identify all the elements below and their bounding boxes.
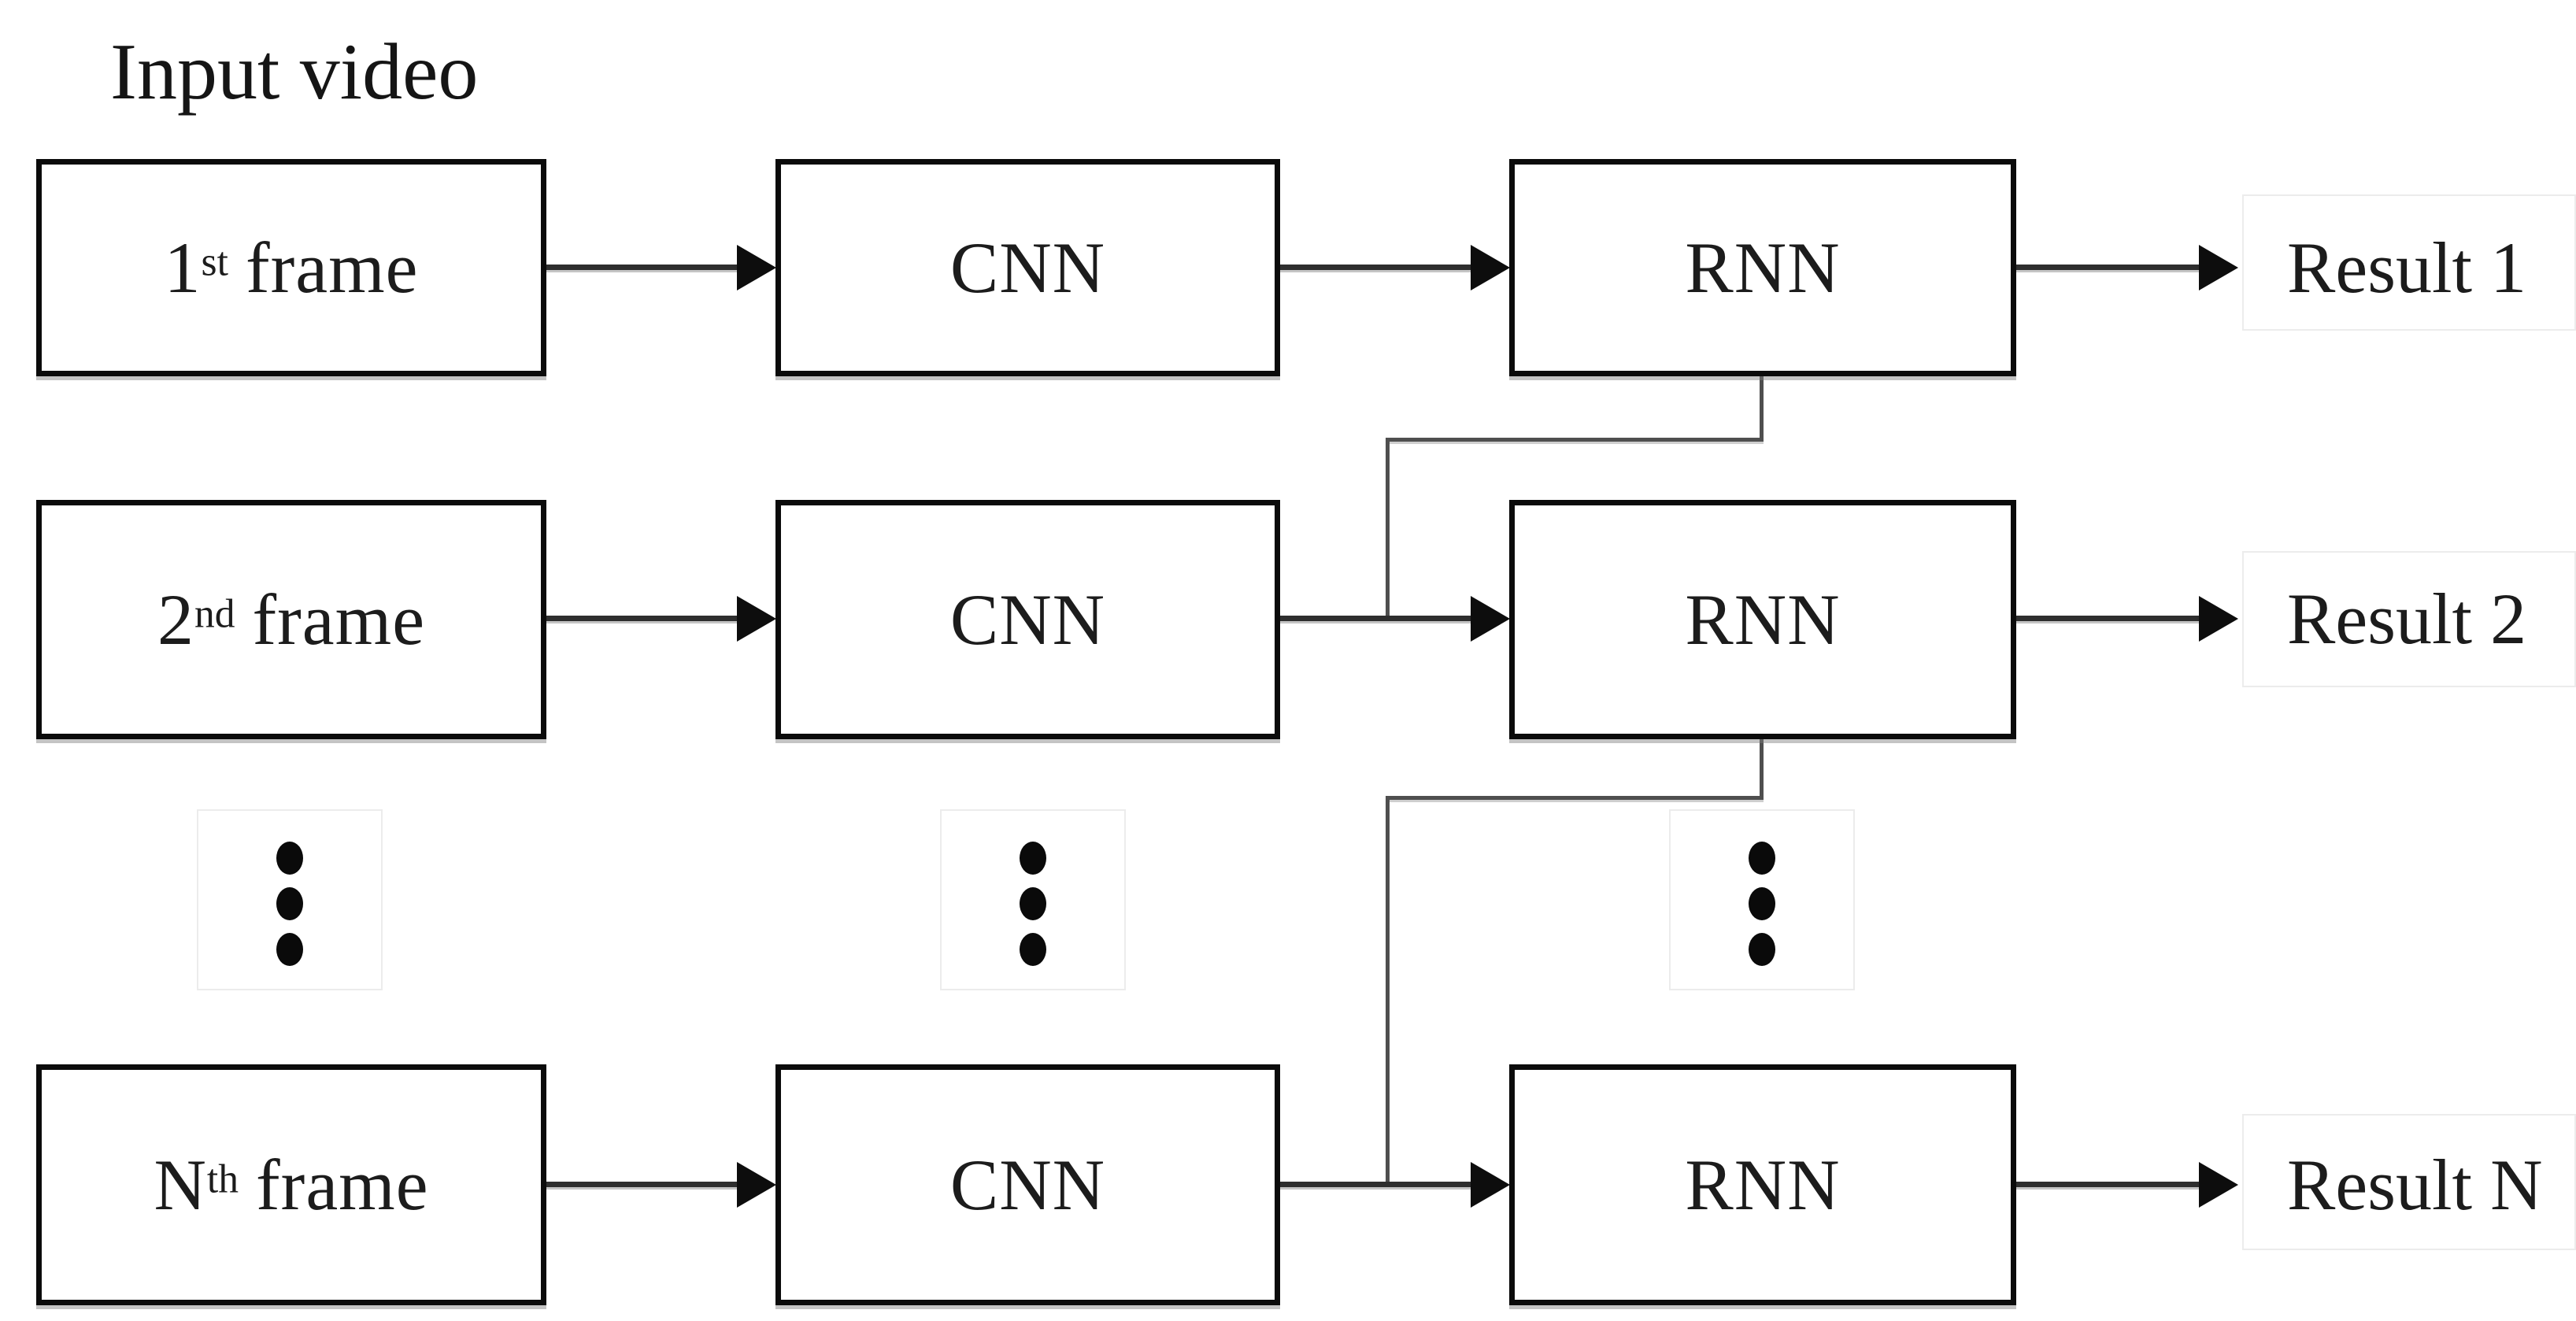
- arrow-rnn2-to-result2-line: [2012, 616, 2200, 621]
- rnn-ellipsis-dot: [1749, 933, 1775, 966]
- frame-2-ordinal-suffix: nd: [194, 591, 235, 637]
- rnn-ellipsis-dot: [1749, 887, 1775, 920]
- cnn-ellipsis-dot: [1020, 887, 1046, 920]
- frame-n-ordinal-suffix: th: [206, 1156, 239, 1202]
- cnn-2-box: CNN: [775, 500, 1280, 739]
- frame-ellipsis-dot: [276, 933, 303, 966]
- recurrent-1-join-segment: [1386, 438, 1390, 621]
- cnn-ellipsis-dot: [1020, 933, 1046, 966]
- result-2-label: Result 2: [2287, 579, 2527, 659]
- cnn-ellipsis-dot: [1020, 842, 1046, 875]
- cnn-1-label: CNN: [949, 228, 1106, 308]
- rnn-2-label: RNN: [1685, 579, 1841, 660]
- arrow-rnnN-to-resultN-line: [2012, 1182, 2200, 1187]
- rnn-1-box: RNN: [1509, 159, 2016, 376]
- arrow-cnnN-to-rnnN-head: [1471, 1162, 1510, 1208]
- result-1-label: Result 1: [2287, 228, 2527, 308]
- recurrent-2-join-segment: [1386, 796, 1390, 1187]
- cnn-n-box: CNN: [775, 1064, 1280, 1305]
- arrow-rnn1-to-result1-line: [2012, 265, 2200, 270]
- arrow-cnn2-to-rnn2-head: [1471, 596, 1510, 642]
- rnn-ellipsis-dot: [1749, 842, 1775, 875]
- result-2-card: [2242, 551, 2576, 687]
- recurrent-2-drop-segment: [1760, 738, 1764, 800]
- arrow-cnn1-to-rnn1-line: [1275, 265, 1472, 270]
- cnn-1-box: CNN: [775, 159, 1280, 376]
- cnn-n-label: CNN: [949, 1145, 1106, 1225]
- result-n-label: Result N: [2287, 1145, 2543, 1225]
- frame-n-ordinal: N: [154, 1145, 207, 1225]
- rnn-2-box: RNN: [1509, 500, 2016, 739]
- arrow-frame1-to-cnn1-head: [737, 245, 776, 290]
- frame-2-ordinal: 2: [157, 579, 194, 660]
- arrow-frame2-to-cnn2-line: [542, 616, 738, 621]
- arrow-frame1-to-cnn1-line: [542, 265, 738, 270]
- arrow-cnn1-to-rnn1-head: [1471, 245, 1510, 290]
- frame-2-word: frame: [252, 579, 426, 660]
- result-n-card: [2242, 1114, 2576, 1250]
- rnn-1-label: RNN: [1685, 228, 1841, 308]
- rnn-n-box: RNN: [1509, 1064, 2016, 1305]
- recurrent-1-drop-segment: [1760, 376, 1764, 442]
- arrow-rnn1-to-result1-head: [2199, 245, 2238, 290]
- input-video-caption: Input video: [110, 28, 479, 117]
- arrow-frame2-to-cnn2-head: [737, 596, 776, 642]
- cnn-2-label: CNN: [949, 579, 1106, 660]
- arrow-cnnN-to-rnnN-line: [1275, 1182, 1472, 1187]
- frame-1-ordinal: 1: [164, 228, 202, 308]
- recurrent-2-cross-segment: [1386, 796, 1764, 800]
- arrow-rnnN-to-resultN-head: [2199, 1162, 2238, 1208]
- frame-1-word: frame: [245, 228, 419, 308]
- arrow-frameN-to-cnnN-line: [542, 1182, 738, 1187]
- arrow-rnn2-to-result2-head: [2199, 596, 2238, 642]
- arrow-frameN-to-cnnN-head: [737, 1162, 776, 1208]
- result-1-card: [2242, 194, 2576, 331]
- rnn-n-label: RNN: [1685, 1145, 1841, 1225]
- frame-ellipsis-dot: [276, 887, 303, 920]
- frame-ellipsis-dot: [276, 842, 303, 875]
- recurrent-1-cross-segment: [1386, 438, 1764, 442]
- frame-n-word: frame: [256, 1145, 429, 1225]
- frame-1-ordinal-suffix: st: [201, 239, 228, 285]
- arrow-cnn2-to-rnn2-line: [1275, 616, 1472, 621]
